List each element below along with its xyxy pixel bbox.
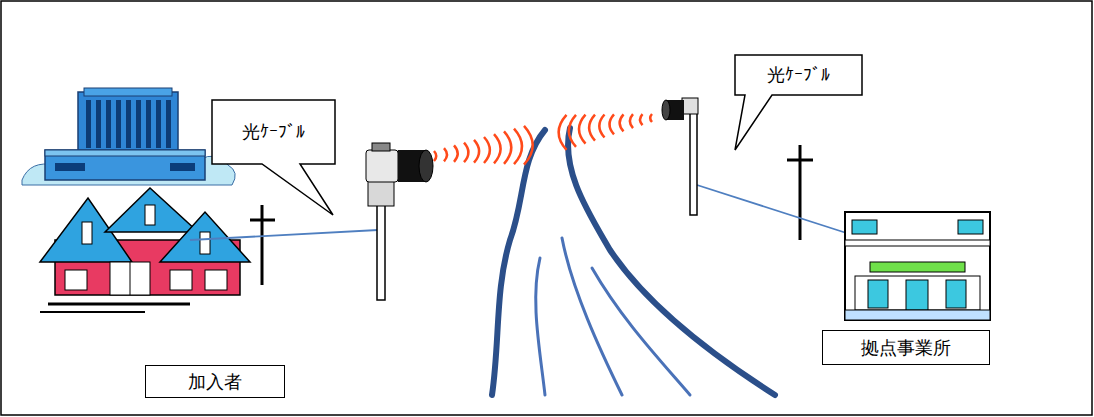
radio-wave	[484, 137, 490, 163]
radio-wave	[579, 115, 586, 144]
river	[562, 238, 622, 395]
office-building	[86, 100, 171, 148]
radio-wave	[610, 114, 615, 134]
utility-pole	[261, 205, 264, 285]
radio-wave	[620, 114, 624, 131]
subscriber-house	[200, 232, 210, 254]
base-office-building	[906, 280, 928, 310]
base-office-building	[868, 280, 888, 308]
subscriber-house	[65, 270, 87, 290]
wireless-unit	[682, 98, 698, 114]
radio-wave	[559, 115, 567, 150]
subscriber-house	[105, 188, 198, 232]
radio-wave	[650, 114, 652, 122]
river	[536, 258, 545, 395]
base-office-building	[845, 212, 990, 320]
radio-wave	[630, 114, 633, 128]
wireless-unit	[690, 100, 697, 215]
radio-wave	[599, 115, 604, 138]
wireless-unit	[662, 98, 698, 215]
base-office-building	[852, 220, 877, 234]
office-building	[156, 100, 161, 148]
wireless-unit	[662, 100, 670, 120]
office-building	[170, 163, 195, 171]
radio-wave	[434, 151, 436, 161]
river	[592, 268, 690, 395]
node-text: 光ｹｰﾌﾞﾙ	[767, 64, 830, 86]
callout-box: 光ｹｰﾌﾞﾙ	[212, 100, 335, 164]
subscriber-house	[145, 205, 155, 225]
office-building	[22, 88, 235, 185]
base-office-building	[845, 240, 990, 246]
river	[492, 130, 545, 395]
node-text: 加入者	[188, 371, 242, 393]
base-office-building	[845, 212, 990, 320]
label-box: 加入者	[145, 365, 285, 398]
office-building	[45, 150, 205, 180]
office-building	[126, 100, 131, 148]
radio-wave	[494, 134, 501, 163]
radio-wave	[589, 115, 595, 141]
optical-cable	[697, 185, 862, 238]
office-building	[86, 100, 91, 148]
wireless-unit	[377, 200, 385, 300]
callout-shape	[212, 55, 862, 215]
node-text: 拠点事業所	[861, 337, 951, 359]
base-office-building	[845, 310, 990, 320]
subscriber-house	[82, 222, 92, 244]
optical-cable	[190, 230, 378, 240]
base-office-building	[958, 220, 983, 234]
subscriber-house	[40, 188, 250, 312]
office-building	[55, 163, 85, 171]
label-box: 拠点事業所	[822, 330, 990, 365]
office-building	[166, 100, 171, 148]
utility-pole	[250, 145, 813, 285]
radio-wave	[464, 143, 468, 163]
callout-shape	[735, 55, 862, 150]
base-office-building	[946, 280, 966, 308]
wireless-unit	[372, 143, 390, 151]
utility-pole	[787, 159, 813, 162]
subscriber-house	[130, 262, 131, 295]
radio-wave	[504, 131, 511, 163]
callout-shape	[212, 100, 335, 215]
radio-wave	[569, 115, 576, 147]
office-building	[146, 100, 151, 148]
wireless-unit	[419, 150, 433, 182]
radio-wave	[454, 145, 458, 161]
office-building	[136, 100, 141, 148]
callout-box: 光ｹｰﾌﾞﾙ	[735, 55, 862, 95]
river	[492, 128, 775, 395]
node-text: 光ｹｰﾌﾞﾙ	[242, 121, 305, 143]
radio-wave	[474, 140, 479, 163]
radio-wave	[640, 114, 642, 125]
wireless-unit	[366, 143, 433, 300]
utility-pole	[250, 219, 275, 222]
office-building	[45, 150, 205, 156]
radio-wave	[434, 114, 652, 165]
subscriber-house	[48, 303, 190, 306]
radio-wave	[514, 129, 522, 165]
office-building	[116, 100, 121, 148]
wireless-unit	[366, 150, 398, 182]
base-office-building	[855, 276, 980, 310]
base-office-building	[870, 262, 965, 272]
office-building	[84, 88, 172, 96]
subscriber-house	[170, 270, 192, 290]
office-building	[96, 100, 101, 148]
subscriber-house	[110, 262, 150, 295]
subscriber-house	[205, 270, 227, 290]
radio-wave	[524, 126, 533, 165]
subscriber-house	[40, 311, 145, 313]
river	[568, 128, 775, 395]
radio-wave	[444, 148, 447, 161]
office-building	[106, 100, 111, 148]
optical-cable	[190, 185, 862, 240]
